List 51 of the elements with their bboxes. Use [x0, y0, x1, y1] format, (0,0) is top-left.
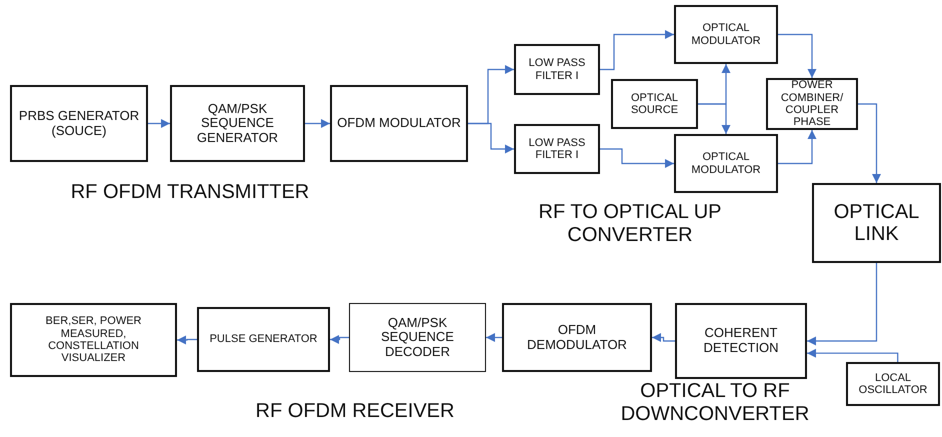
- arrow: [698, 103, 730, 134]
- process-box: [846, 362, 940, 406]
- section-title: RF OFDM RECEIVER: [254, 400, 456, 423]
- process-box: [766, 78, 858, 130]
- box-label: BER,SER, POWER MEASURED, CONSTELLATION VISUALIZER: [44, 315, 142, 365]
- box-label: COHERENT DETECTION: [702, 326, 780, 356]
- process-box: [812, 183, 941, 263]
- section-title: RF TO OPTICAL UP CONVERTER: [538, 201, 722, 247]
- box-label: OPTICAL MODULATOR: [690, 151, 762, 176]
- arrow: [600, 30, 674, 70]
- arrow: [177, 336, 197, 344]
- section-title: RF OFDM TRANSMITTER: [70, 181, 310, 204]
- process-box: [10, 303, 177, 377]
- box-label: PULSE GENERATOR: [210, 333, 318, 346]
- box-label: OFDM DEMODULATOR: [526, 322, 628, 352]
- box-label: PRBS GENERATOR (SOUCE): [18, 108, 140, 138]
- arrow: [600, 148, 674, 168]
- arrow: [305, 119, 330, 128]
- box-label: OPTICAL MODULATOR: [690, 22, 762, 47]
- box-label: OPTICAL LINK: [832, 200, 920, 246]
- process-box: [674, 5, 778, 64]
- box-label: POWER COMBINER/ COUPLER PHASE: [780, 79, 844, 129]
- process-box: [611, 79, 698, 129]
- arrow: [807, 263, 878, 346]
- process-box: [514, 124, 600, 174]
- process-box: [10, 85, 148, 162]
- box-label: OPTICAL SOURCE: [630, 92, 680, 116]
- box-label: QAM/PSK SEQUENCE GENERATOR: [196, 102, 280, 146]
- box-label: QAM/PSK SEQUENCE DECODER: [380, 316, 455, 360]
- arrow: [858, 103, 881, 183]
- box-label: LOW PASS FILTER I: [528, 136, 586, 162]
- arrow: [778, 34, 816, 78]
- process-box: [674, 134, 778, 193]
- arrow: [148, 119, 170, 128]
- process-box: [349, 303, 486, 372]
- arrow: [330, 335, 349, 344]
- arrow: [468, 122, 514, 154]
- arrow: [486, 333, 502, 342]
- arrow: [778, 130, 816, 164]
- process-box: [330, 85, 468, 162]
- box-label: LOW PASS FILTER I: [528, 57, 586, 82]
- arrow: [652, 333, 675, 342]
- process-box: [502, 303, 652, 372]
- process-box: [675, 303, 807, 379]
- process-box: [197, 307, 330, 372]
- arrow: [807, 348, 898, 362]
- process-box: [514, 44, 600, 95]
- box-label: OFDM MODULATOR: [337, 116, 461, 131]
- section-title: OPTICAL TO RF DOWNCONVERTER: [620, 380, 810, 426]
- box-label: LOCAL OSCILLATOR: [858, 372, 928, 396]
- process-box: [170, 85, 305, 162]
